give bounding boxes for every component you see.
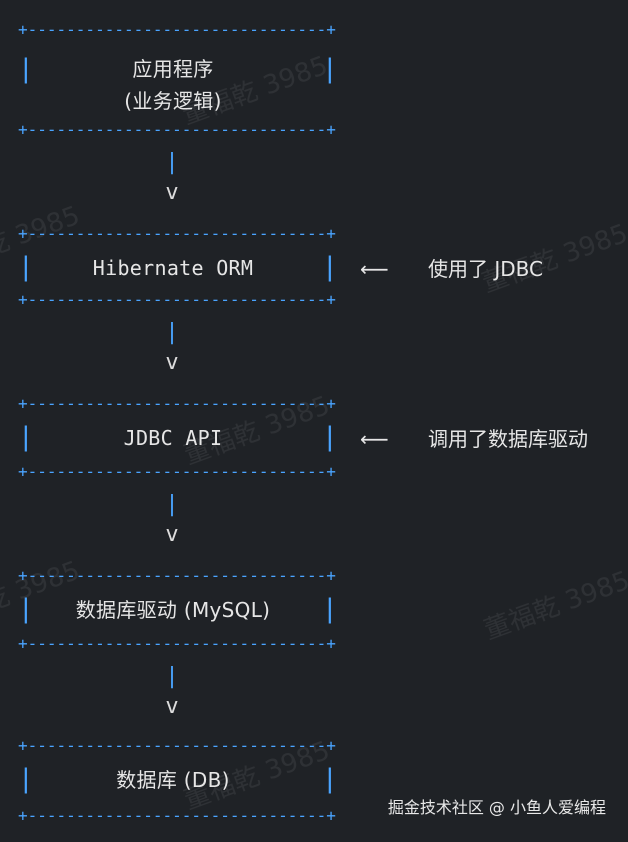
annotation-hibernate-text: 使用了 JDBC: [428, 257, 543, 281]
down-arrow-icon: v: [165, 694, 179, 719]
node-hibernate-top-border: +-------------------------------+: [18, 224, 336, 243]
node-driver-label: 数据库驱动 (MySQL): [75, 598, 271, 622]
node-app-label-line-2: (业务逻辑): [124, 89, 222, 113]
node-app-top-border: +-------------------------------+: [18, 20, 336, 39]
node-app-left-edge: |: [18, 54, 34, 84]
connector-bar: |: [165, 320, 179, 345]
node-db-bottom-border: +-------------------------------+: [18, 806, 336, 825]
node-driver-left-edge: |: [18, 594, 34, 624]
node-jdbc-bottom-border: +-------------------------------+: [18, 462, 336, 481]
node-hibernate-label: Hibernate ORM: [92, 256, 254, 280]
watermark: 董福乾 3985: [480, 565, 628, 647]
node-db: | 数据库 (DB) |: [18, 760, 338, 800]
node-hibernate-bottom-border: +-------------------------------+: [18, 290, 336, 309]
annotation-jdbc-text: 调用了数据库驱动: [428, 427, 588, 451]
left-arrow-icon: ⟵: [360, 257, 389, 281]
left-arrow-icon: ⟵: [360, 427, 389, 451]
node-jdbc-top-border: +-------------------------------+: [18, 394, 336, 413]
node-driver: | 数据库驱动 (MySQL) |: [18, 590, 338, 630]
node-jdbc-label: JDBC API: [123, 426, 223, 450]
node-driver-bottom-border: +-------------------------------+: [18, 634, 336, 653]
node-driver-top-border: +-------------------------------+: [18, 566, 336, 585]
annotation-hibernate: ⟵ 使用了 JDBC: [360, 257, 543, 281]
node-jdbc-left-edge: |: [18, 422, 34, 452]
node-app-label: 应用程序 (业务逻辑): [124, 53, 221, 117]
connector-bar: |: [165, 150, 179, 175]
node-db-right-edge: |: [322, 764, 338, 794]
node-jdbc: | JDBC API |: [18, 418, 338, 458]
node-hibernate-right-edge: |: [322, 252, 338, 282]
node-app-bottom-border: +-------------------------------+: [18, 120, 336, 139]
footer-credit: 掘金技术社区 @ 小鱼人爱编程: [387, 798, 606, 817]
down-arrow-icon: v: [165, 522, 179, 547]
node-db-label: 数据库 (DB): [116, 768, 230, 792]
node-app: | 应用程序 (业务逻辑) |: [18, 50, 338, 120]
annotation-jdbc: ⟵ 调用了数据库驱动: [360, 427, 588, 451]
node-db-top-border: +-------------------------------+: [18, 736, 336, 755]
node-app-right-edge: |: [322, 54, 338, 84]
node-db-left-edge: |: [18, 764, 34, 794]
node-jdbc-right-edge: |: [322, 422, 338, 452]
connector-jdbc-to-driver: | v: [160, 494, 184, 546]
connector-app-to-hibernate: | v: [160, 152, 184, 204]
down-arrow-icon: v: [165, 180, 179, 205]
node-driver-right-edge: |: [322, 594, 338, 624]
connector-driver-to-db: | v: [160, 666, 184, 718]
node-hibernate: | Hibernate ORM |: [18, 248, 338, 288]
connector-hibernate-to-jdbc: | v: [160, 322, 184, 374]
connector-bar: |: [165, 664, 179, 689]
connector-bar: |: [165, 492, 179, 517]
node-hibernate-left-edge: |: [18, 252, 34, 282]
down-arrow-icon: v: [165, 350, 179, 375]
node-app-label-line-1: 应用程序: [132, 57, 214, 81]
